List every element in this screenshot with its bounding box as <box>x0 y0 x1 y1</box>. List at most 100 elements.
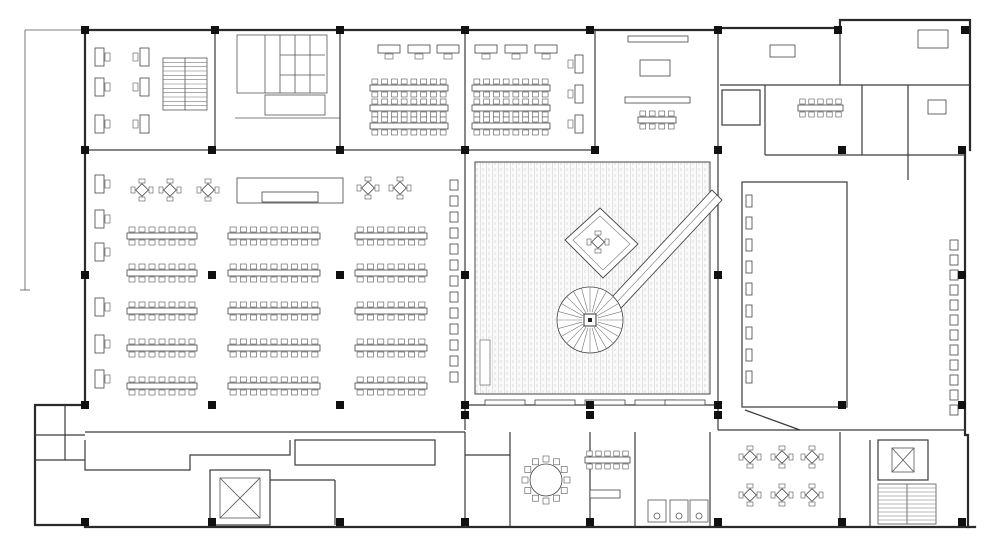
reading-table-0-0 <box>126 226 198 246</box>
column-2 <box>336 26 344 34</box>
meeting-table-a <box>797 98 844 118</box>
desk-top-4 <box>504 44 528 60</box>
carrel-left2-1 <box>132 77 150 97</box>
long-room-shelf-8 <box>745 370 753 384</box>
study-table-top-2 <box>369 116 449 136</box>
reading-table-1-0 <box>126 263 198 283</box>
column-26 <box>586 401 594 409</box>
wall-shelf-6 <box>949 329 959 341</box>
spiral-stair <box>557 287 623 353</box>
reading-table-1-2 <box>354 263 428 283</box>
column-27 <box>714 401 722 409</box>
shelf-7 <box>449 291 459 303</box>
carrel-left-6 <box>94 297 111 317</box>
wall-shelf-0 <box>949 239 959 251</box>
reading-table-0-1 <box>227 226 321 246</box>
lounge-table-4 <box>388 176 412 200</box>
reading-table-2-0 <box>126 301 198 321</box>
atrium-shelf-0 <box>484 399 526 406</box>
column-7 <box>961 26 969 34</box>
round-conference-table <box>521 455 571 505</box>
reading-table-2-1 <box>227 301 321 321</box>
column-24 <box>336 401 344 409</box>
shelf-4 <box>449 243 459 255</box>
wall-shelf-9 <box>949 374 959 386</box>
reading-table-0-2 <box>354 226 428 246</box>
column-22 <box>81 401 89 409</box>
long-room-shelf-6 <box>745 326 753 340</box>
column-14 <box>838 146 846 154</box>
wall-shelf-2 <box>949 269 959 281</box>
shelf-12 <box>449 371 459 383</box>
desk-top-3 <box>474 44 498 60</box>
wall-shelf-11 <box>949 404 959 416</box>
atrium-shelf-4 <box>664 399 706 406</box>
carrel-left-4 <box>94 209 111 229</box>
reading-table-4-0 <box>126 376 198 396</box>
column-6 <box>834 26 842 34</box>
carrel-top-right-0 <box>567 54 584 74</box>
carrel-left-1 <box>94 77 111 97</box>
stair-top-left <box>162 57 208 111</box>
long-room-shelf-2 <box>745 238 753 252</box>
carrel-left2-2 <box>132 114 150 134</box>
cafe-table-3 <box>738 483 762 507</box>
column-10 <box>336 146 344 154</box>
wall-shelf-1 <box>949 254 959 266</box>
reading-table-2-2 <box>354 301 428 321</box>
toilet-2 <box>695 512 703 520</box>
wall-shelf-8 <box>949 359 959 371</box>
column-34 <box>586 518 594 526</box>
study-table-top-0 <box>369 78 449 98</box>
cafe-table-2 <box>800 445 824 469</box>
column-4 <box>586 26 594 34</box>
cafe-table-4 <box>770 483 794 507</box>
stall-2 <box>689 499 709 523</box>
column-38 <box>461 411 469 419</box>
cafe-table-0 <box>738 445 762 469</box>
reading-table-3-0 <box>126 338 198 358</box>
column-12 <box>591 146 599 154</box>
meeting-table-b <box>637 110 677 130</box>
long-room-shelf-4 <box>745 282 753 296</box>
carrel-left-7 <box>94 334 111 354</box>
long-room-shelf-7 <box>745 348 753 362</box>
column-25 <box>461 401 469 409</box>
shelf-2 <box>449 211 459 223</box>
column-18 <box>336 271 344 279</box>
wall-shelf-10 <box>949 389 959 401</box>
column-31 <box>208 518 216 526</box>
carrel-top-right-2 <box>567 114 584 134</box>
bed <box>917 29 949 49</box>
shelf-3 <box>449 227 459 239</box>
wall-shelf-3 <box>949 284 959 296</box>
desk-top-5 <box>534 44 558 60</box>
long-room-shelf-0 <box>745 194 753 208</box>
column-32 <box>336 518 344 526</box>
column-9 <box>208 146 216 154</box>
study-table-top-3 <box>471 78 551 98</box>
study-table-top-1 <box>369 98 449 118</box>
carrel-left-2 <box>94 114 111 134</box>
column-5 <box>714 26 722 34</box>
stall-0 <box>647 499 667 523</box>
reading-table-3-1 <box>227 338 321 358</box>
column-8 <box>81 146 89 154</box>
lounge-table-3 <box>356 176 380 200</box>
wall-shelf-4 <box>949 299 959 311</box>
toilet-1 <box>675 512 683 520</box>
toilet-0 <box>653 512 661 520</box>
stall-1 <box>669 499 689 523</box>
column-39 <box>586 411 594 419</box>
structural-columns <box>81 26 969 526</box>
shelf-9 <box>449 323 459 335</box>
column-15 <box>958 146 966 154</box>
column-30 <box>81 518 89 526</box>
lounge-table-0 <box>130 178 154 202</box>
furniture <box>94 29 959 523</box>
column-36 <box>838 518 846 526</box>
shelf-1 <box>449 195 459 207</box>
desk-top-0 <box>377 44 401 60</box>
lounge-table-1 <box>158 178 182 202</box>
